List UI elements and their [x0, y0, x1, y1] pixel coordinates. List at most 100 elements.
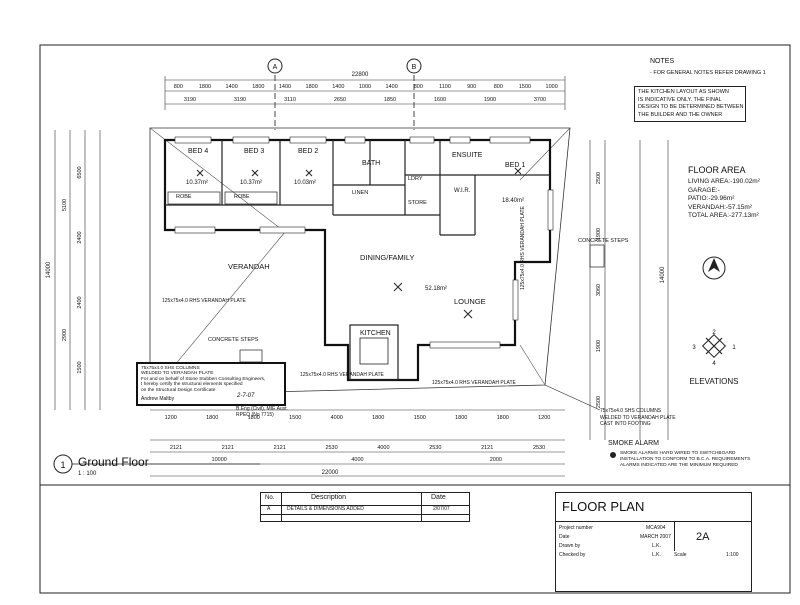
kitchen-bench: [349, 324, 399, 381]
revision-desc: DETAILS & DIMENSIONS ADDED: [287, 506, 364, 512]
dim-label: 1800: [497, 415, 509, 421]
revision-no: A: [267, 506, 271, 512]
room-label-bed3: BED 3: [244, 148, 265, 155]
dim-label: 6500: [77, 166, 83, 178]
plate-label-bottom-left: 125x75x4.0 RHS VERANDAH PLATE: [300, 372, 384, 378]
dim-label: 1800: [455, 415, 467, 421]
dim-label: 4000: [331, 415, 343, 421]
room-area-bed2: 10.03m²: [294, 180, 317, 186]
room-label-bed4: BED 4: [188, 148, 209, 155]
left-dimensions: [54, 130, 101, 410]
room-label-robe-bed3: ROBE: [234, 194, 250, 200]
dim-right-overall: 14000: [660, 266, 666, 283]
dim-label: 800: [174, 84, 183, 90]
sheet-border: [39, 44, 791, 594]
dim-top-overall: 22800: [352, 72, 369, 78]
cert-line: I hereby certify the structural elements…: [141, 382, 243, 388]
revision-date: 2/07/07: [433, 506, 450, 512]
revisions-table: No. Description Date A DETAILS & DIMENSI…: [260, 492, 470, 522]
dim-label: 1900: [484, 97, 496, 103]
dim-label: 4000: [377, 445, 389, 451]
title-block-rule: [556, 521, 751, 522]
floor-area-line: GARAGE:-: [688, 186, 720, 194]
hip-line: [519, 344, 546, 386]
dim-label: 1200: [165, 415, 177, 421]
label-concrete-steps: CONCRETE STEPS: [208, 337, 259, 343]
tb-value-drawn: L.K.: [652, 543, 661, 549]
dim-label: 1600: [434, 97, 446, 103]
marker-top-b-text: B: [412, 64, 417, 71]
columns-note-line: CAST INTO FOOTING: [600, 421, 651, 427]
kitchen-note-line: IS INDICATIVE ONLY. THE FINAL: [638, 96, 722, 103]
kitchen-note-box: THE KITCHEN LAYOUT AS SHOWN IS INDICATIV…: [634, 86, 746, 122]
elev-num-4: 4: [712, 361, 716, 367]
tb-label-checked: Checked by: [559, 552, 586, 558]
dim-label: 2530: [325, 445, 337, 451]
dim-label: 3190: [184, 97, 196, 103]
view-title: Ground Floor: [78, 455, 149, 469]
floor-area-line: VERANDAH:-57.15m²: [688, 203, 752, 211]
room-label-robe-bed4: ROBE: [176, 194, 192, 200]
smoke-alarm-heading: SMOKE ALARM: [608, 440, 659, 447]
elev-num-3: 3: [692, 345, 696, 351]
dim-label: 1850: [384, 97, 396, 103]
floor-area-line: TOTAL AREA:-277.13m²: [688, 212, 759, 219]
dim-label: 1900: [596, 228, 602, 240]
outer-walls: [163, 138, 552, 382]
room-label-bed1: BED 1: [505, 162, 526, 169]
room-label-ldry: LDRY: [408, 176, 423, 182]
marker-top-a-text: A: [273, 64, 278, 71]
dim-label: 900: [467, 84, 476, 90]
cert-line: For and on behalf of Stone Stubben Consu…: [141, 376, 266, 382]
title-block-col-divider: [674, 521, 675, 551]
dim-label: 3110: [284, 97, 296, 103]
robe-bed3: [224, 191, 278, 205]
ceiling-fan-icon: [196, 167, 522, 319]
dim-label: 3700: [534, 97, 546, 103]
tb-value-scale: 1:100: [726, 552, 739, 558]
cert-line: WELDED TO VERANDAH PLATE: [141, 371, 214, 377]
dim-label: 1000: [546, 84, 558, 90]
dim-label: 2900: [62, 329, 68, 341]
dim-label: 1200: [538, 415, 550, 421]
notes-heading: NOTES: [650, 58, 675, 65]
dim-label: 1100: [439, 84, 451, 90]
kitchen-island: [359, 337, 389, 365]
dim-label: 1400: [386, 84, 398, 90]
dim-label: 1900: [596, 340, 602, 352]
grid-marker-top-b: B: [406, 58, 422, 130]
revisions-row: A DETAILS & DIMENSIONS ADDED 2/07/07: [261, 505, 469, 515]
elevation-marker-icon: [701, 333, 727, 359]
dim-label: 4000: [351, 457, 363, 463]
dim-label: 2500: [596, 172, 602, 184]
plate-label-bottom: 125x75x4.0 RHS VERANDAH PLATE: [432, 380, 516, 386]
windows: [174, 136, 554, 349]
cert-line: on the Structural Design Certificate: [141, 387, 216, 393]
revisions-col-divider: [281, 493, 282, 521]
revisions-header-date: Date: [431, 494, 446, 501]
tb-value-date: MARCH 2007: [640, 534, 671, 540]
cert-name: Andrew Maltby: [141, 396, 175, 403]
tb-label-scale: Scale: [674, 552, 687, 558]
floor-area-line: PATIO:-29.96m²: [688, 195, 735, 202]
room-area-dining: 52.18m²: [425, 286, 448, 292]
cert-line: 75x75x4.0 SHS COLUMNS: [141, 366, 200, 371]
dim-label: 1400: [279, 84, 291, 90]
room-label-linen: LINEN: [352, 190, 369, 196]
north-arrow-icon: [702, 256, 726, 280]
floor-area-line: LIVING AREA:-190.02m²: [688, 178, 760, 185]
smoke-alarm-line: INSTALLATION TO CONFORM TO B.C.A. REQUIR…: [620, 457, 751, 462]
dim-label: 1000: [359, 84, 371, 90]
view-number: 1: [60, 460, 65, 470]
room-area-bed4: 10.37m²: [186, 180, 209, 186]
columns-note-line: 75x75x4.0 SHS COLUMNS: [600, 408, 662, 414]
robe-bed4: [167, 191, 221, 205]
room-label-ensuite: ENSUITE: [452, 152, 483, 159]
cert-rpeq: RPEQ (No 7715): [236, 412, 274, 418]
